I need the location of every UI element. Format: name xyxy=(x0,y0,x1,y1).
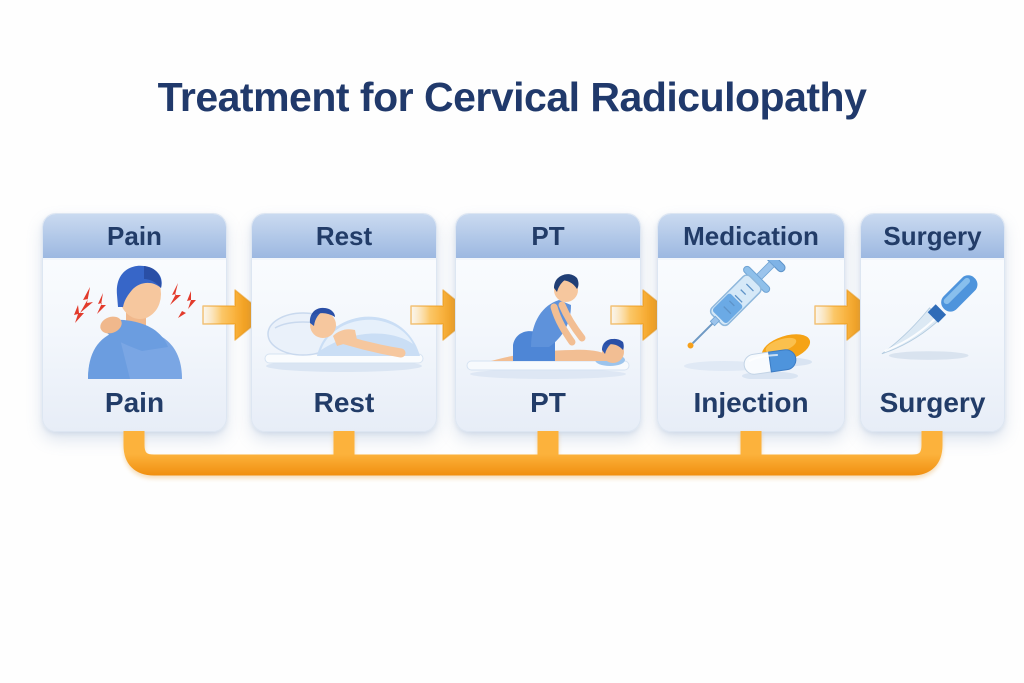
card-footer-label-pain: Pain xyxy=(104,387,165,418)
card-pain: Pain Pain xyxy=(42,213,227,432)
card-header-label: Surgery xyxy=(883,220,982,251)
card-header-label: PT xyxy=(531,220,565,251)
card-footer-label-rest: Rest xyxy=(313,387,375,418)
card-surgery: Surgery Surgery xyxy=(860,213,1005,432)
card-medication: Medication xyxy=(657,213,845,432)
card-header-rest: Rest xyxy=(252,214,436,260)
card-header-pain: Pain xyxy=(43,214,226,260)
card-body-pt xyxy=(456,260,640,379)
card-body-rest xyxy=(252,260,436,379)
card-footer-label-medication: Injection xyxy=(693,387,809,418)
card-header-surgery: Surgery xyxy=(861,214,1004,260)
syringe-and-pills-illustration xyxy=(684,260,812,379)
card-header-medication: Medication xyxy=(658,214,844,260)
card-body-pain xyxy=(43,260,226,379)
neck-pain-illustration xyxy=(73,265,196,379)
flow-arrow-icon xyxy=(202,289,267,341)
card-body-surgery xyxy=(861,260,1004,379)
card-rest: Rest Rest xyxy=(251,213,437,432)
card-header-label: Rest xyxy=(315,220,373,251)
page-title: Treatment for Cervical Radiculopathy xyxy=(157,74,867,120)
card-footer-label-pt: PT xyxy=(530,387,566,418)
card-body-medication xyxy=(658,260,844,379)
card-footer-label-surgery: Surgery xyxy=(879,387,986,418)
card-header-pt: PT xyxy=(456,214,640,260)
card-pt: PT PT xyxy=(455,213,641,432)
physical-therapy-illustration xyxy=(466,273,630,379)
scalpel-illustration xyxy=(881,274,977,360)
bed-rest-illustration xyxy=(264,307,424,372)
bottom-bracket-connector xyxy=(123,431,943,476)
card-header-label: Pain xyxy=(107,220,162,251)
card-header-label: Medication xyxy=(683,220,819,251)
